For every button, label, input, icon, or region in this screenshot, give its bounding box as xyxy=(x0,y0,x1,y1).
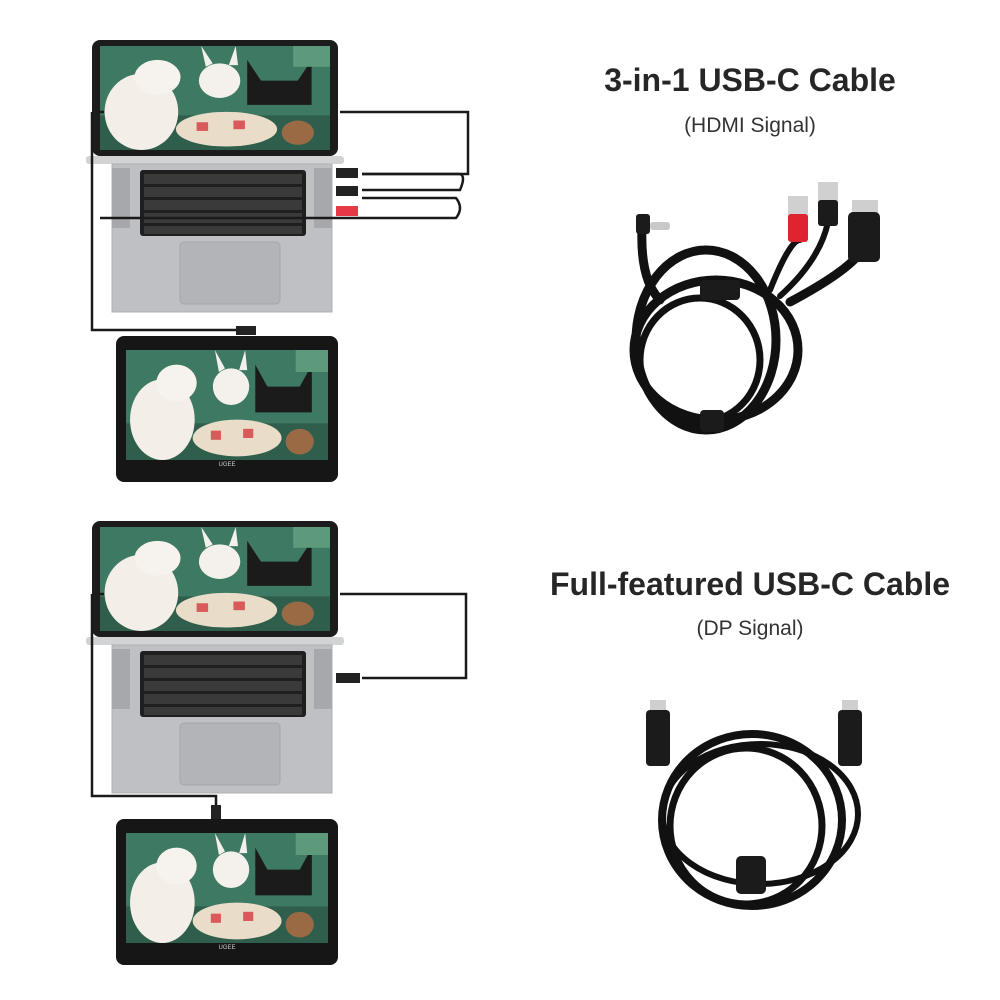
laptop-1 xyxy=(86,40,344,312)
cable-connectors-1 xyxy=(636,182,880,432)
full-featured-usbc-cable xyxy=(658,730,861,910)
tablet-1 xyxy=(116,336,338,482)
section-2-title: Full-featured USB-C Cable xyxy=(549,566,951,602)
tablet-brand-1: UGEE xyxy=(218,462,235,468)
tablet-brand-2: UGEE xyxy=(218,945,235,951)
three-in-one-cable xyxy=(629,219,867,435)
section-2-subtitle: (DP Signal) xyxy=(696,617,804,640)
section-1-subtitle: (HDMI Signal) xyxy=(684,114,816,137)
hdmi-cable-routing xyxy=(90,110,470,332)
cable-connectors-2 xyxy=(646,700,862,894)
usb-plugs-1 xyxy=(236,168,358,335)
usb-plugs-2 xyxy=(211,673,360,819)
laptop-2 xyxy=(86,521,344,793)
section-1-title: 3-in-1 USB-C Cable xyxy=(604,62,896,98)
tablet-2 xyxy=(116,819,338,965)
